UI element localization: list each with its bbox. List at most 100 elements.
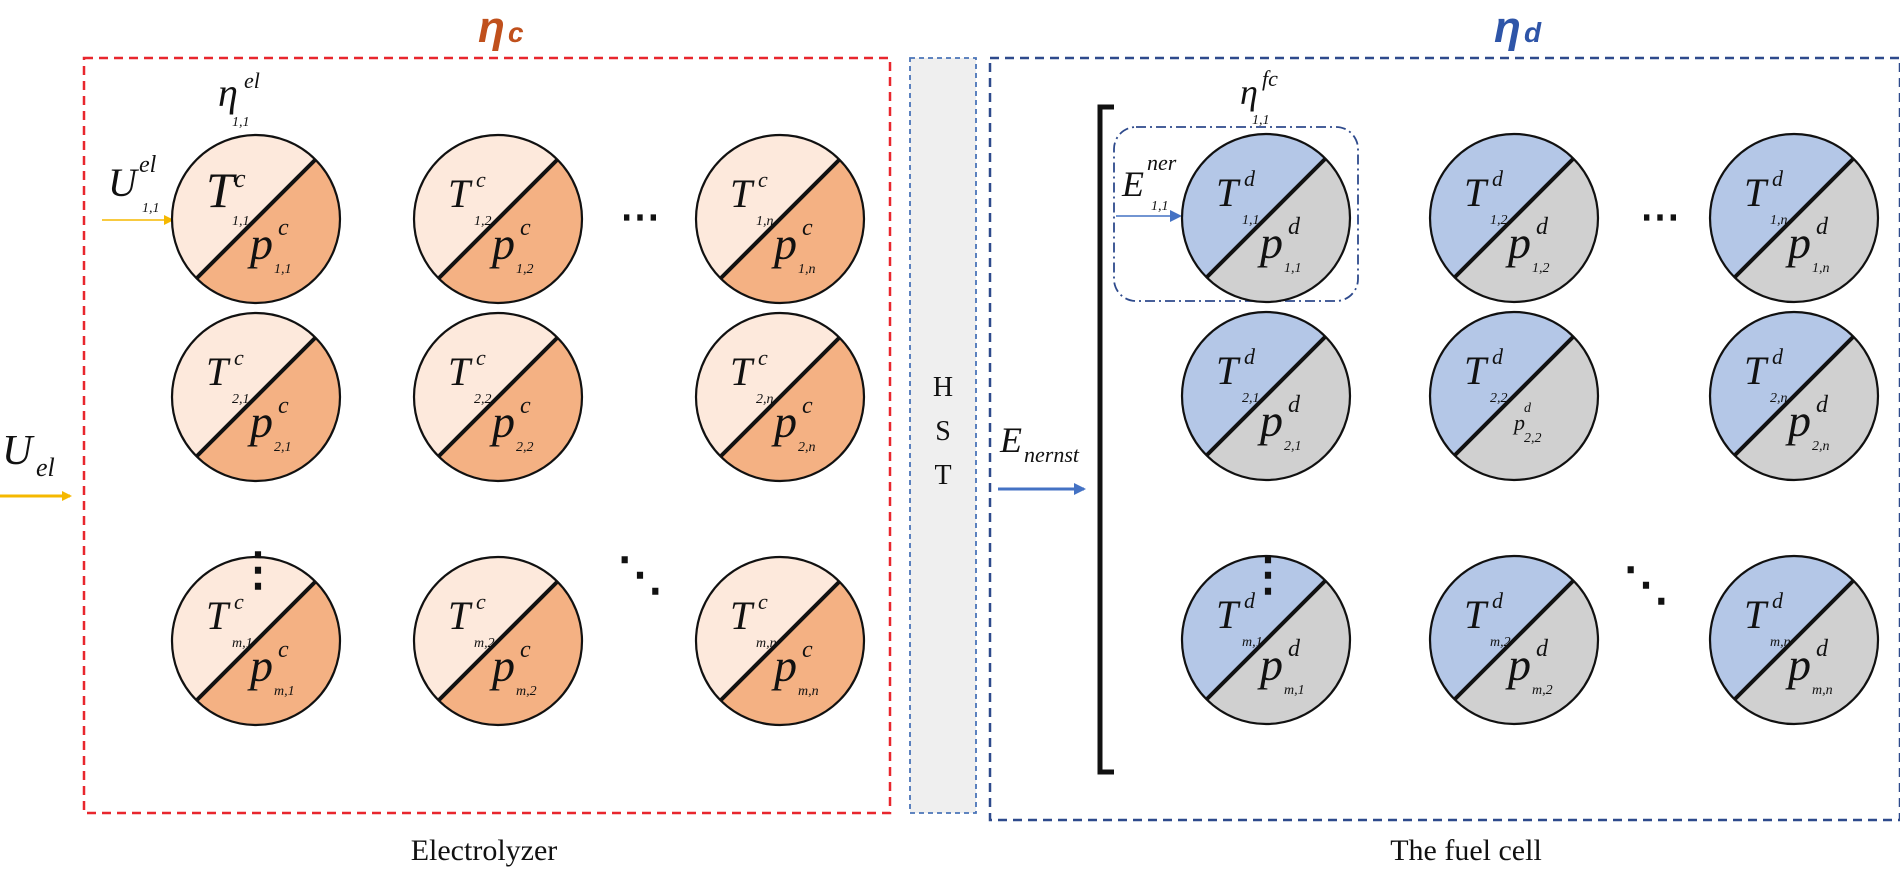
- temperature-half: [696, 313, 840, 457]
- cell-divider: [437, 158, 559, 280]
- cell-outline: [1708, 554, 1880, 726]
- pressure-superscript: d: [1288, 636, 1301, 662]
- pressure-half: [1734, 158, 1878, 302]
- temperature-subscript: m,2: [1490, 635, 1511, 650]
- temperature-half: [1430, 134, 1574, 278]
- temperature-subscript: 1,n: [1770, 213, 1788, 228]
- cell-outline: [694, 311, 866, 483]
- fuelcell-box: [988, 56, 1900, 822]
- hst-label: H S T: [933, 372, 953, 491]
- pressure-half: [1734, 336, 1878, 481]
- pressure-half: [438, 337, 582, 482]
- pressure-symbol: p: [1257, 639, 1283, 690]
- temperature-superscript: c: [234, 164, 246, 193]
- temperature-half: [1430, 556, 1574, 700]
- eta-fc-superscript: fc: [1262, 66, 1278, 91]
- pressure-superscript: d: [1524, 401, 1532, 416]
- hst-letter-s: S: [935, 416, 951, 447]
- cell-divider: [437, 336, 559, 458]
- temperature-superscript: d: [1772, 166, 1784, 191]
- cell-outline: [1428, 310, 1600, 482]
- cell-outline: [1180, 132, 1352, 304]
- u-el-symbol: U: [2, 428, 35, 474]
- electrolyzer-row-ellipsis: ⋯: [620, 194, 660, 239]
- pressure-half: [196, 159, 340, 303]
- fuelcell-diag-ellipsis: ⋱: [1623, 559, 1669, 610]
- pressure-half: [1206, 158, 1350, 302]
- temperature-half: [414, 557, 558, 701]
- cell-divider: [1453, 579, 1575, 701]
- pressure-symbol: p: [1785, 639, 1811, 690]
- cell-divider: [719, 158, 841, 280]
- temperature-symbol: T: [1464, 170, 1489, 215]
- pressure-subscript: 2,2: [1524, 431, 1542, 446]
- pressure-superscript: d: [1816, 392, 1829, 418]
- temperature-half: [1710, 134, 1854, 278]
- pressure-half: [438, 581, 582, 726]
- temperature-subscript: m,n: [756, 636, 777, 651]
- temperature-superscript: d: [1772, 344, 1784, 369]
- pressure-subscript: 1,n: [1812, 261, 1830, 276]
- cell-divider: [1453, 157, 1575, 279]
- pressure-symbol: p: [489, 640, 515, 691]
- temperature-superscript: d: [1244, 344, 1256, 369]
- cell-divider: [1733, 335, 1855, 457]
- temperature-subscript: 1,1: [1242, 213, 1260, 228]
- temperature-symbol: T: [448, 593, 473, 638]
- cell-divider: [1205, 157, 1327, 279]
- pressure-subscript: m,1: [274, 684, 295, 699]
- temperature-subscript: m,1: [232, 636, 253, 651]
- cell-outline: [1180, 554, 1352, 726]
- temperature-subscript: 1,2: [1490, 213, 1508, 228]
- pressure-superscript: c: [278, 215, 289, 241]
- pressure-subscript: 2,n: [1812, 439, 1830, 454]
- pressure-half: [720, 337, 865, 481]
- temperature-symbol: T: [1744, 170, 1769, 215]
- u-cell-superscript: el: [139, 152, 157, 178]
- temperature-subscript: 2,2: [1490, 391, 1508, 406]
- pressure-symbol: p: [1512, 410, 1525, 435]
- electrolyzer-cell-input: U el 1,1: [102, 152, 174, 225]
- pressure-superscript: c: [520, 393, 531, 419]
- fuelcell-cell-input: E ner 1,1: [1116, 150, 1182, 222]
- eta-d-heading: η d: [1494, 3, 1542, 52]
- eta-c-heading: η c: [478, 3, 524, 52]
- pressure-superscript: c: [802, 215, 813, 241]
- hst-letter-h: H: [933, 372, 953, 403]
- cell-outline: [170, 555, 342, 727]
- cell-outline: [1428, 554, 1600, 726]
- temperature-subscript: 1,1: [232, 214, 250, 229]
- cell-outline: [170, 311, 342, 483]
- pressure-symbol: p: [1257, 395, 1283, 446]
- temperature-half: [1182, 556, 1326, 700]
- temperature-superscript: c: [758, 589, 768, 614]
- pressure-half: [196, 337, 341, 481]
- pressure-symbol: p: [771, 218, 797, 269]
- pressure-symbol: p: [1257, 217, 1283, 268]
- temperature-symbol: T: [1216, 592, 1241, 637]
- cell-divider: [1205, 335, 1327, 457]
- electrolyzer-caption: Electrolyzer: [411, 834, 558, 867]
- pressure-subscript: 1,1: [274, 262, 292, 277]
- temperature-symbol: T: [448, 171, 473, 216]
- pressure-subscript: 2,1: [274, 440, 292, 455]
- fuelcell-caption: The fuel cell: [1390, 834, 1542, 867]
- cell-divider: [719, 580, 841, 702]
- e-cell-superscript: ner: [1147, 150, 1177, 175]
- temperature-symbol: T: [1464, 348, 1489, 393]
- cell-outline: [1428, 132, 1600, 304]
- pressure-symbol: p: [247, 640, 273, 691]
- temperature-subscript: 2,1: [1242, 391, 1260, 406]
- temperature-symbol: T: [206, 593, 231, 638]
- u-el-subscript: el: [36, 453, 55, 482]
- temperature-subscript: 2,n: [756, 392, 774, 407]
- temperature-symbol: T: [1216, 170, 1241, 215]
